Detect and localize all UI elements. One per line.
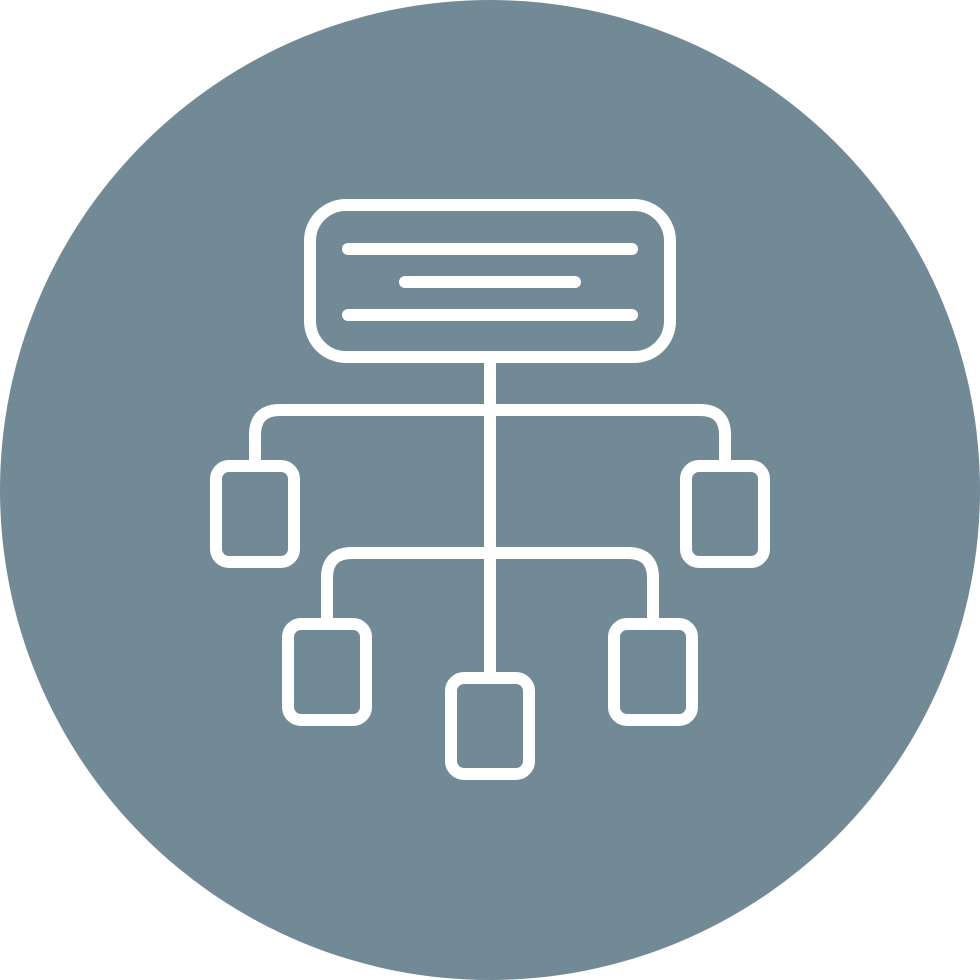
hierarchy-lines — [210, 199, 770, 780]
lower-branch-connector — [321, 547, 659, 628]
child-box-lower-left — [282, 618, 372, 726]
child-box-lower-center — [445, 672, 535, 780]
child-box-lower-right — [608, 618, 698, 726]
child-box-upper-left — [210, 460, 300, 568]
child-box-upper-right — [680, 460, 770, 568]
upper-branch-connector — [249, 404, 731, 471]
